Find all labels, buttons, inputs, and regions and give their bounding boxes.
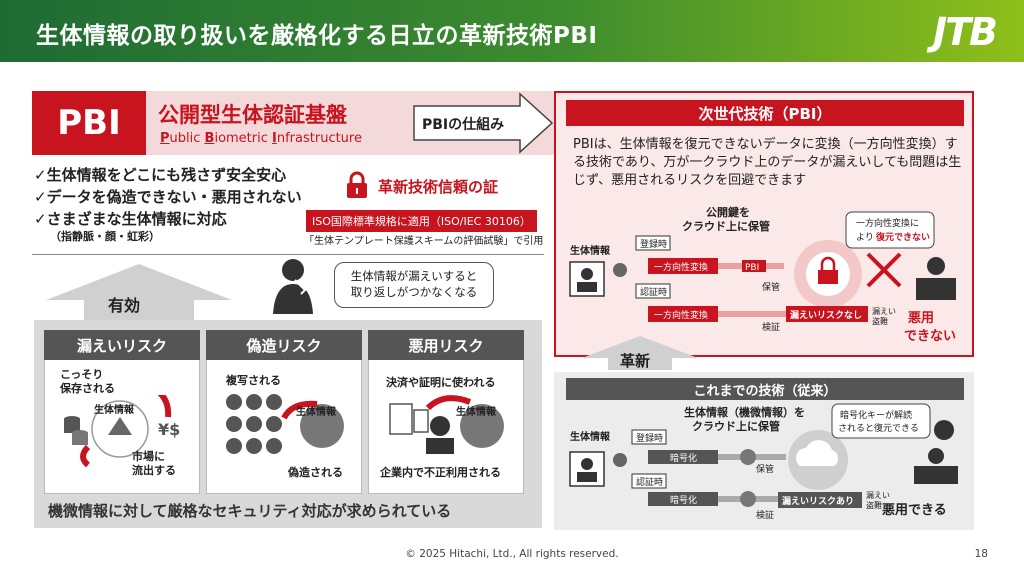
nextgen-bubble-line: 復元できない [875,231,930,243]
pbi-badge: PBI [32,91,146,155]
innovation-label: 革新 [620,352,651,370]
nextgen-misuse-line: 悪用 [908,311,934,326]
nextgen-no-leak-label: 漏えいリスクなし [790,309,862,321]
iso-note: 「生体テンプレート保護スキームの評価試験」で引用 [304,236,544,247]
legacy-cloud-label-line: クラウド上に保管 [692,419,780,433]
leak-risk-title: 漏えいリスク [44,330,200,360]
nextgen-pbi-tag: PBI [745,263,759,273]
misuse-center-label: 生体情報 [456,407,496,418]
trust-label: 革新技術信頼の証 [378,178,499,196]
nextgen-description: PBIは、生体情報を復元できないデータに変換（一方向性変換）する技術であり、万が… [573,137,962,188]
bubble-line: 生体情報が漏えいすると [350,269,478,283]
leak-speech-bubble: 生体情報が漏えいすると 取り返しがつかなくなる [334,262,494,308]
misuse-diagram [389,395,504,454]
legacy-store-label: 保管 [756,463,774,475]
effect-label: 有効 [108,296,141,315]
divider [32,254,544,255]
benefit-note: （指静脈・顔・虹彩） [50,230,160,243]
copyright: © 2025 Hitachi, Ltd., All rights reserve… [405,548,619,560]
leak-bottom-text: 市場に 流出する [132,450,176,478]
nextgen-verify-label: 検証 [762,321,780,333]
misuse-bottom-text: 企業内で不正利用される [380,466,501,479]
legacy-encrypt-label: 暗号化 [670,452,697,464]
legacy-verify-label: 検証 [756,509,774,521]
risk-line: こっそり [60,368,104,381]
pbi-mechanism-label: PBIの仕組み [422,117,505,133]
forgery-risk-text: 複写される [226,374,281,387]
pbi-subtitle: Public Biometric Infrastructure [160,131,362,146]
legacy-register-label: 登録時 [636,432,663,444]
nextgen-cloud-label-line: 公開鍵を [706,205,750,219]
pbi-mechanism-arrow[interactable] [412,92,554,154]
nextgen-misuse-line: できない [904,329,956,344]
benefit-list: ✓生体情報をどこにも残さず安全安心 ✓データを偽造できない・悪用されない ✓さま… [34,164,302,244]
legacy-title: これまでの技術（従来） [566,378,964,400]
worried-person-icon [273,259,313,314]
legacy-bubble-line: されると復元できる [838,422,919,434]
forgery-bottom-text: 偽造される [288,466,343,479]
misuse-risk-text: 決済や証明に使われる [386,376,496,389]
benefit-item: ✓データを偽造できない・悪用されない [34,188,302,206]
legacy-cloud-label-line: 生体情報（機微情報）を [684,405,805,419]
innovation-arrow-icon [582,336,698,370]
nextgen-transform-label: 一方向性変換 [654,309,708,321]
fingerprint-copies-diagram [226,394,344,454]
legacy-leak-risk-label: 漏えいリスクあり [782,495,854,507]
nextgen-bubble-line: より [856,232,874,243]
forgery-center-label: 生体情報 [296,407,336,418]
nextgen-bubble-line: 一方向性変換に [856,217,919,229]
legacy-diagram: 生体情報（機微情報）を クラウド上に保管 生体情報 登録時 認証時 暗号化 暗号… [569,403,958,521]
risk-line: 流出する [132,464,176,477]
nextgen-steal-label: 盗難 [872,316,888,326]
svg-text:¥$: ¥$ [158,420,180,439]
slide-title: 生体情報の取り扱いを厳格化する日立の革新技術PBI [36,23,598,49]
jtb-logo: JTB [932,10,998,54]
legacy-misuse-label: 悪用できる [882,503,947,518]
nextgen-bio-label: 生体情報 [570,244,611,257]
legacy-encrypt-label: 暗号化 [670,494,697,506]
pbi-title: 公開型生体認証基盤 [158,103,347,127]
legacy-bubble-line: 暗号化キーが解読 [840,409,912,421]
legacy-leak-label: 漏えい [866,490,890,500]
nextgen-register-label: 登録時 [640,238,667,250]
legacy-auth-label: 認証時 [636,476,663,488]
leak-center-label: 生体情報 [94,405,134,416]
forgery-risk-title: 偽造リスク [206,330,362,360]
benefit-item: ✓さまざまな生体情報に対応 [34,210,227,228]
risk-line: 保存される [60,382,115,395]
misuse-risk-title: 悪用リスク [368,330,524,360]
lock-icon [347,171,367,198]
header-bar: 生体情報の取り扱いを厳格化する日立の革新技術PBI JTB [0,0,1024,62]
nextgen-diagram: 公開鍵を クラウド上に保管 生体情報 登録時 認証時 一方向性変換 一方向性変換… [569,205,956,344]
page-number: 18 [974,548,988,560]
nextgen-store-label: 保管 [762,281,780,293]
nextgen-auth-label: 認証時 [640,286,667,298]
nextgen-title: 次世代技術（PBI） [566,100,964,126]
risk-line: 市場に [132,450,165,463]
iso-badge: ISO国際標準規格に適用（ISO/IEC 30106） [306,210,537,232]
leak-diagram: ¥$ [64,395,180,468]
nextgen-cloud-label-line: クラウド上に保管 [682,219,770,233]
benefit-item: ✓生体情報をどこにも残さず安全安心 [34,166,287,184]
up-arrow-icon [46,264,232,320]
nextgen-leak-label: 漏えい [872,306,896,316]
bubble-line: 取り返しがつかなくなる [350,285,478,299]
risk-footer: 機微情報に対して厳格なセキュリティ対応が求められている [48,502,452,520]
legacy-bio-label: 生体情報 [570,430,611,443]
leak-risk-text: こっそり 保存される [60,368,115,396]
legacy-steal-label: 盗難 [866,500,882,510]
nextgen-transform-label: 一方向性変換 [654,261,708,273]
